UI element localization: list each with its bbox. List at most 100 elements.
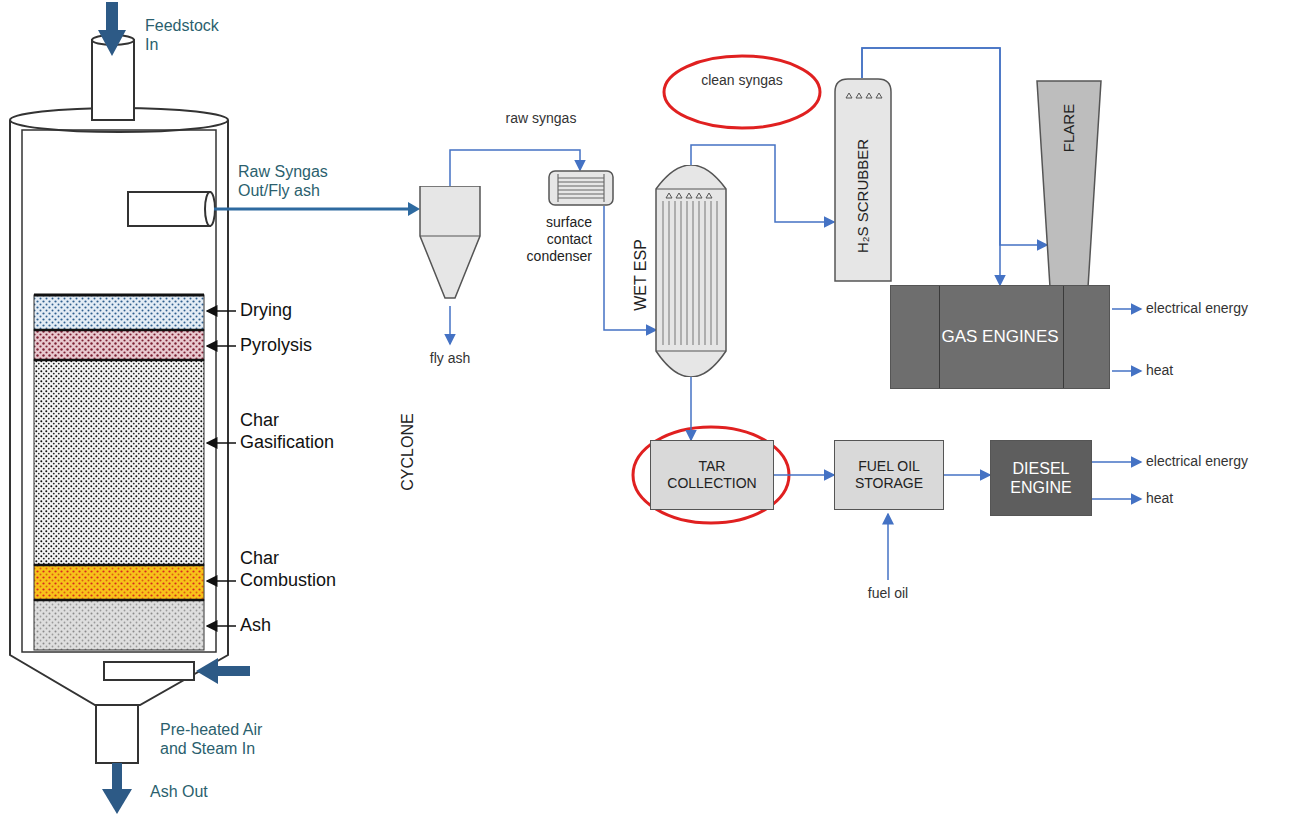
node-label: DIESEL ENGINE bbox=[997, 459, 1085, 497]
zone-label: Char Gasification bbox=[240, 410, 370, 453]
condenser-outline-part bbox=[549, 171, 613, 205]
process-lines-part bbox=[1092, 461, 1141, 463]
node-label: GAS ENGINES bbox=[941, 327, 1058, 347]
process-lines-part bbox=[1112, 308, 1141, 310]
flow-arrows-part bbox=[218, 666, 250, 676]
process-lines-part bbox=[1092, 498, 1141, 500]
arrow-label: Ash Out bbox=[150, 782, 240, 801]
output-label: electrical energy bbox=[1146, 453, 1281, 470]
esp-outline-part bbox=[669, 201, 670, 345]
process-lines-part bbox=[887, 514, 889, 580]
esp-outline-part bbox=[706, 193, 712, 198]
esp-outline-part bbox=[687, 201, 688, 345]
process-box: FUEL OIL STORAGE bbox=[834, 440, 944, 510]
scrubber-outline-part bbox=[856, 93, 862, 98]
highlight-ellipses bbox=[633, 56, 820, 523]
output-label: electrical energy bbox=[1146, 300, 1281, 317]
gasifier-reactor-part bbox=[34, 359, 204, 362]
esp-outline-part bbox=[681, 201, 682, 345]
cyclone-outline-part bbox=[420, 186, 480, 298]
scrubber-outline-part bbox=[835, 79, 891, 281]
scrubber-outline-part bbox=[876, 93, 882, 98]
highlight-ellipses-part bbox=[633, 427, 789, 523]
wet-esp-vessel: WET ESP bbox=[628, 165, 728, 377]
gasifier-reactor-part bbox=[34, 565, 204, 600]
esp-outline-part bbox=[656, 189, 726, 190]
zone-leaders-part bbox=[207, 345, 236, 347]
engine-box: GAS ENGINES bbox=[890, 285, 1110, 389]
gasifier-reactor-part bbox=[34, 600, 204, 650]
node-label: CYCLONE bbox=[399, 413, 417, 490]
esp-outline-part bbox=[705, 201, 706, 345]
scrubber-outline-part bbox=[866, 93, 872, 98]
compartment-divider bbox=[1063, 286, 1064, 388]
scrubber-column: H₂S SCRUBBER bbox=[834, 78, 892, 282]
node-label: FUEL OIL STORAGE bbox=[841, 458, 937, 492]
flow-arrows-part bbox=[98, 30, 126, 56]
zone-leaders-part bbox=[207, 580, 236, 582]
esp-outline-part bbox=[656, 165, 726, 377]
condenser-outline bbox=[548, 170, 614, 206]
zone-leaders bbox=[207, 311, 236, 626]
gasifier-reactor-part bbox=[205, 192, 215, 226]
condenser-outline-part bbox=[558, 198, 604, 199]
zone-leaders-part bbox=[207, 442, 236, 444]
gasifier-reactor-part bbox=[34, 294, 204, 297]
esp-outline-part bbox=[656, 165, 726, 377]
output-label: heat bbox=[1146, 490, 1281, 507]
flow-arrows-part bbox=[196, 658, 218, 684]
flare-outline-part bbox=[1037, 81, 1101, 319]
arrow-label: Raw Syngas Out/Fly ash bbox=[238, 162, 348, 200]
zone-label: Drying bbox=[240, 300, 370, 322]
flow-arrows-part bbox=[106, 2, 118, 32]
esp-outline-part bbox=[656, 351, 726, 352]
gasifier-reactor bbox=[10, 35, 228, 763]
gasifier-reactor-part bbox=[96, 705, 138, 763]
zone-leaders-part bbox=[207, 625, 236, 627]
process-line bbox=[690, 377, 692, 440]
condenser-outline-part bbox=[558, 182, 604, 183]
cyclone-outline bbox=[398, 186, 484, 306]
esp-outline-part bbox=[663, 201, 664, 345]
gasifier-reactor-part bbox=[34, 564, 204, 567]
node-label: surface contact condenser bbox=[500, 214, 592, 264]
esp-outline-part bbox=[711, 201, 712, 345]
gasifier-reactor-part bbox=[104, 662, 194, 680]
zone-label: Char Combustion bbox=[240, 548, 370, 591]
process-line bbox=[774, 474, 834, 476]
gasifier-reactor-part bbox=[10, 120, 228, 705]
stream-label: raw syngas bbox=[505, 110, 577, 127]
arrow-label: Pre-heated Air and Steam In bbox=[160, 720, 285, 758]
gasifier-reactor-part bbox=[34, 599, 204, 602]
zone-label: Ash bbox=[240, 615, 370, 637]
esp-outline-part bbox=[666, 193, 672, 198]
gasifier-reactor-part bbox=[34, 360, 204, 565]
esp-outline-part bbox=[693, 201, 694, 345]
condenser-outline-part bbox=[558, 194, 604, 195]
esp-outline-part bbox=[696, 193, 702, 198]
flow-arrows bbox=[98, 2, 420, 814]
esp-outline-part bbox=[676, 193, 682, 198]
zone-label: Pyrolysis bbox=[240, 335, 370, 357]
process-lines-part bbox=[1112, 370, 1141, 372]
flow-arrows-part bbox=[102, 789, 132, 814]
node-label: FLARE bbox=[1061, 104, 1078, 152]
stream-label: clean syngas bbox=[697, 72, 787, 89]
process-lines-part bbox=[449, 306, 451, 344]
output-label: heat bbox=[1146, 362, 1281, 379]
gasifier-reactor-part bbox=[34, 330, 204, 360]
stream-label: fly ash bbox=[425, 350, 475, 367]
process-line bbox=[944, 474, 990, 476]
stream-label: fuel oil bbox=[855, 585, 921, 602]
engine-box: DIESEL ENGINE bbox=[990, 440, 1092, 516]
zone-leaders-part bbox=[207, 310, 236, 312]
highlight-ellipses-part bbox=[664, 56, 820, 128]
esp-outline-part bbox=[717, 201, 718, 345]
esp-outline-part bbox=[675, 201, 676, 345]
gasifier-reactor-part bbox=[34, 329, 204, 332]
flow-arrows-part bbox=[112, 763, 122, 791]
flow-arrows-part bbox=[408, 202, 420, 216]
esp-outline-part bbox=[699, 201, 700, 345]
cyclone-vessel: CYCLONE bbox=[398, 186, 484, 306]
